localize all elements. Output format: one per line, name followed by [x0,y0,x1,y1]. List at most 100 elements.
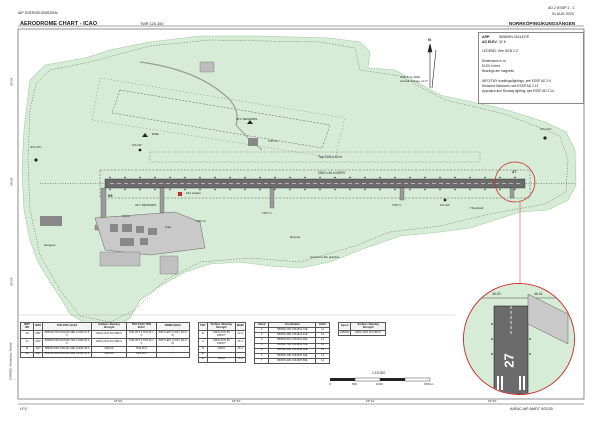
arp-value: 583509N 0161437E [499,35,530,39]
table-cell: ASPH PCN 50 F/B/X/T [350,330,386,337]
grass-runway-11-29 [111,89,331,149]
table-header: THR POS / ELEV [42,321,92,332]
atc-sensors-label: ATC SENSORS [135,203,157,207]
runway-dimensions: 2200 x 45 m ASPH [318,171,345,175]
variation-change: Annual change +0.2° [400,79,428,83]
taxiway-dimensions: Twy 2100 x 60 m [318,155,343,159]
publication-date: 01 AUG 2025 [552,12,574,16]
info-line: Dimensions in m. [482,59,507,63]
table-header: Surface / Bearing Strength [90,321,128,332]
table-cell: C [198,338,208,348]
info-line: ELEV in feet. [482,64,501,68]
fire-station-label: Fire station [186,191,201,195]
ils-loc-label: ILS LOC [540,127,552,131]
runway-table: RWY NR BRG THR POS / ELEV Surface / Bear… [19,321,191,358]
table-header: TWY [198,321,208,332]
table-header: Surface / Bearing Strength [350,321,386,332]
table-cell: 29 [19,351,35,358]
inset-dimension-right: 46.41 [534,292,543,296]
table-cell: ASPH PCN 50 F/B/X/T [206,338,236,348]
table-cell: 15 m [234,338,247,348]
table-header-row: TWY Surface / Bearing Strength Width [198,321,247,332]
table-cell: PAPI LEFT (3.00°) (50.0 ft) [155,330,191,340]
hangars-label: Hangars [44,243,56,247]
threshold-27-highlight [494,161,536,203]
longitude-label: 16°14' [366,399,375,403]
perimeter-fence [27,39,569,323]
table-cell: 085° [33,330,44,340]
info-line: INFO/TWY markings/lightings, see ESSP AD… [482,79,552,83]
dme-label: DME [152,132,159,136]
table-cell: 27 [19,338,35,348]
runway-designator-09: 09 [108,193,113,198]
apron-label: Apron [122,214,131,218]
info-line: Declared Distances, see ESSP AD 2.13 [482,84,539,88]
table-cell: 583509.64N 0161645.73E GUND 30.9 ft [42,338,92,348]
table-cell: THR 30.9 ft TDZ 32.1 ft [126,338,157,348]
inset-drawing [464,284,574,394]
arp-label: ARP: [482,35,491,39]
chart-title: AERODROME CHART - ICAO [20,21,98,27]
table-cell: PAPI LEFT (3.00°) (51.9 ft) [155,338,191,348]
threshold-27-inset: 27 46.20 46.41 [463,283,575,395]
fire-station-marker [178,192,182,196]
table-header: Width [234,321,247,332]
scale-label: 500 [352,382,358,386]
table-row: 29 290° 583519.40N 0161446.90E GUND 32 f… [19,351,191,358]
table-header: SWMS (MAY) [155,321,191,332]
access-road [139,61,238,126]
table-cell: 265° [33,338,44,348]
runway-strip [99,169,531,199]
table-cell: APRON [337,330,352,337]
page-reference: AD 2 ESSP 2 - 1 [548,6,575,10]
footer-right: AIRAC AIP AMDT 5/2025 [510,407,553,411]
atc-sensors-label: ATC SENSORS [236,117,258,121]
latitude-label: 58°35' [9,177,14,186]
table-cell: – [155,351,191,358]
table-cell: 09 [19,330,35,340]
table-cell: ASPH [206,356,236,363]
fuel-label: Fuel [165,225,171,229]
table-row: 09 085° 583510.07N 0161246.48E GUND 31.5… [19,330,191,340]
table-cell: ASPH PCN 50 F/B/X/T [90,338,128,348]
table-header: TWY ELEV THR ELEV [126,321,157,332]
table-cell: B [198,330,208,340]
twy-c-label: TWY C [262,211,272,215]
longitude-label: 16°10' [114,399,123,403]
longitude-label: 16°12' [232,399,241,403]
north-arrow [427,43,437,89]
scale-label: 1000 [376,382,383,386]
runway-edge-lights [109,176,516,191]
scale-label: 1500 m [424,382,435,386]
north-label: N [428,37,431,42]
table-cell: GRASS [90,351,128,358]
latitude-label: 58°34' [9,277,14,286]
table-cell: 290° [33,351,44,358]
change-note: CHANGE: Windsocks, Stands [8,342,13,381]
twy-f-label: TWY F [392,203,402,207]
ils-loc-label: ILS LOC [30,145,42,149]
twy-e-label: TWY E [268,139,278,143]
twr-frequency: TWR 120.350 [140,22,164,26]
table-cell: ASPH PCN 50 F/B/X/T [206,330,236,340]
ils-markers [34,120,547,202]
runway-designator-27: 27 [512,169,517,174]
table-cell: 15 m [234,356,247,363]
info-line: Bearings are magnetic. [482,69,515,73]
table-cell: 23 m [234,330,247,340]
publisher-label: AIP SVERIGE/SWEDEN [18,11,58,15]
inset-runway-number: 27 [501,353,517,368]
table-cell: 583510.07N 0161246.48E GUND 31.5 ft [42,330,92,340]
chart-frame [17,28,585,400]
table-cell: 583519.40N 0161446.90E GUND 32 ft [42,351,92,358]
scale-ratio: 1:15 000 [372,371,386,375]
info-box: ARP: 583509N 0161437E AD ELEV: 32 ft LEG… [478,32,584,104]
table-cell: ASPH PCN 50 F/B/X/T [90,330,128,340]
